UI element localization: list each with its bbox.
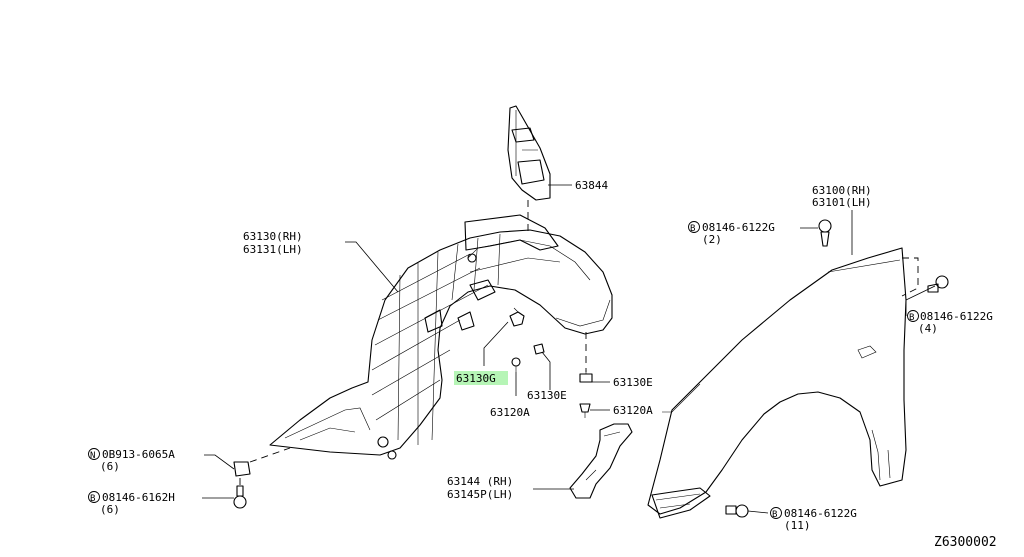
- label-nut-left[interactable]: 0B913-6065A: [102, 448, 175, 461]
- label-bolt-left[interactable]: 08146-6162H: [102, 491, 175, 504]
- bolt-symbol-bottom-letter: B: [772, 510, 777, 520]
- label-63844[interactable]: 63844: [575, 179, 608, 192]
- bolt-symbol-top-letter: B: [690, 224, 695, 234]
- label-63100-rh[interactable]: 63100(RH): [812, 184, 872, 197]
- label-63131-lh[interactable]: 63131(LH): [243, 243, 303, 256]
- label-63120a-fender[interactable]: 63120A: [613, 404, 653, 417]
- bracket-63844-drawing: [507, 105, 551, 236]
- front-fender-drawing: [647, 247, 919, 519]
- label-63120a-liner[interactable]: 63120A: [490, 406, 530, 419]
- label-63144-rh[interactable]: 63144 (RH): [447, 475, 513, 488]
- highlight-63130g: [454, 371, 508, 385]
- label-bolt-bottom-qty: (11): [784, 519, 811, 532]
- fender-protector-drawing: [269, 214, 613, 460]
- diagram-id: Z6300002: [934, 535, 997, 550]
- bracket-63144-drawing: [569, 423, 633, 499]
- label-bolt-left-qty: (6): [100, 503, 120, 516]
- label-bolt-top[interactable]: 08146-6122G: [702, 221, 775, 234]
- label-bolt-right[interactable]: 08146-6122G: [920, 310, 993, 323]
- bolt-symbol-left-letter: B: [90, 494, 95, 504]
- label-63130g[interactable]: 63130G: [456, 372, 496, 385]
- label-63130e-liner[interactable]: 63130E: [527, 389, 567, 402]
- label-bolt-top-qty: (2): [702, 233, 722, 246]
- callout-labels: 63844 63130(RH) 63131(LH) 63130G 63130E …: [88, 179, 997, 550]
- label-63101-lh[interactable]: 63101(LH): [812, 196, 872, 209]
- label-bolt-right-qty: (4): [918, 322, 938, 335]
- label-nut-left-qty: (6): [100, 460, 120, 473]
- leader-lines: [202, 184, 936, 514]
- bolt-symbol-top: [688, 221, 700, 233]
- bolt-symbol-left: [88, 491, 100, 503]
- fastener-drawings: [233, 219, 949, 518]
- nut-symbol-left-letter: N: [90, 451, 95, 461]
- label-63145p-lh[interactable]: 63145P(LH): [447, 488, 513, 501]
- bolt-symbol-right: [907, 310, 919, 322]
- label-63130-rh[interactable]: 63130(RH): [243, 230, 303, 243]
- label-bolt-bottom[interactable]: 08146-6122G: [784, 507, 857, 520]
- bolt-symbol-right-letter: B: [909, 313, 914, 323]
- bolt-symbol-bottom: [770, 507, 782, 519]
- label-63130e-fender[interactable]: 63130E: [613, 376, 653, 389]
- nut-symbol-left: [88, 448, 100, 460]
